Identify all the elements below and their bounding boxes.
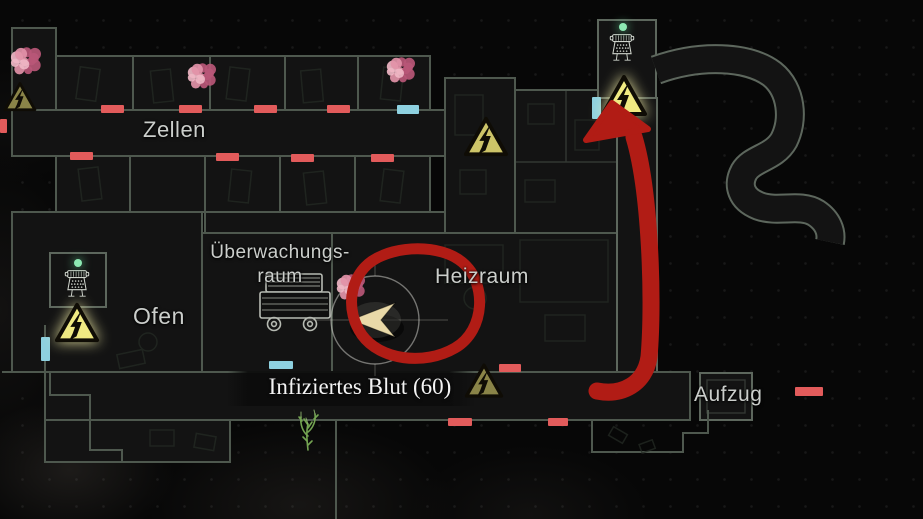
door-marker-red (0, 119, 7, 133)
door-marker-red (448, 418, 472, 426)
door-marker-red (291, 154, 314, 162)
room-bottomleft (44, 419, 231, 463)
walls-bottomright-steps (591, 410, 709, 453)
corridor-winding-floor (651, 46, 844, 245)
annotation-arrow-head (583, 100, 651, 143)
corridor-zellen (11, 109, 446, 157)
door-marker-blue (269, 361, 293, 369)
infected-flower-icon (10, 47, 41, 75)
save-active-dot (74, 259, 82, 267)
annotation-circle (346, 243, 486, 364)
door-marker-blue (592, 97, 601, 119)
annotation-arrow-shaft (588, 128, 660, 401)
corridor-below-cells (204, 211, 446, 234)
route-annotations (346, 100, 660, 401)
door-marker-red (216, 153, 239, 161)
door-marker-red (179, 105, 202, 113)
room-cellrow-1 (55, 55, 431, 111)
door-marker-red (254, 105, 277, 113)
tooltip-band (228, 371, 474, 406)
map-walls (2, 19, 846, 519)
generator-icon (259, 273, 331, 332)
map-icons (3, 23, 647, 451)
door-marker-red (548, 418, 568, 426)
infected-flower-icon (386, 57, 415, 83)
door-marker-blue (397, 105, 419, 114)
door-marker-red (371, 154, 394, 162)
room-cellrow-2 (55, 155, 431, 213)
door-marker-red (101, 105, 124, 113)
infected-flower-icon (187, 63, 216, 89)
door-marker-red (795, 387, 823, 396)
door-marker-blue (41, 337, 50, 361)
door-marker-red (499, 364, 521, 372)
door-markers (0, 97, 823, 426)
save-active-dot (619, 23, 627, 31)
door-marker-red (327, 105, 350, 113)
door-marker-red (70, 152, 93, 160)
